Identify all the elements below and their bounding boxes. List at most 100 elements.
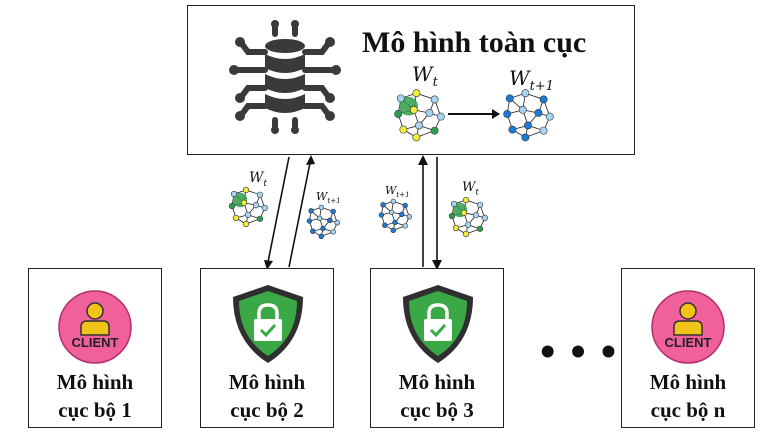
network-node [394, 110, 403, 118]
network-node [390, 227, 396, 233]
network-node [464, 221, 472, 228]
network-node [521, 89, 530, 98]
network-node [430, 95, 439, 104]
network-node [320, 225, 326, 232]
network-node [518, 105, 527, 114]
global-weight-next-label: Wt+1 [509, 66, 554, 94]
network-node [334, 220, 340, 226]
network-node [308, 208, 314, 214]
network-node [316, 215, 323, 221]
network-node [402, 223, 408, 229]
network-node [412, 89, 421, 98]
network-node [425, 109, 434, 117]
network-node [436, 112, 445, 121]
client-box-2: Mô hình cục bộ 2 [200, 268, 334, 428]
network-node [481, 214, 488, 222]
transfer-current-network-icon [228, 186, 268, 228]
network-node [460, 209, 468, 216]
network-node [318, 233, 324, 239]
global-model-title: Mô hình toàn cục [362, 26, 587, 59]
network-node [230, 190, 238, 198]
shield-lock-icon [403, 285, 473, 363]
shield-lock-icon [233, 285, 303, 363]
arrow-global-to-client-2 [267, 156, 290, 263]
network-node [534, 109, 543, 117]
network-node [256, 191, 264, 198]
client-icon: CLIENT [58, 290, 132, 364]
client-label-line1: Mô hình [649, 370, 727, 394]
network-node [402, 202, 408, 209]
network-node [462, 196, 470, 204]
global-weight-current-label: Wt [412, 62, 438, 90]
network-node [406, 214, 412, 220]
network-node [462, 230, 470, 238]
more-clients-ellipsis: • • • [540, 327, 619, 376]
network-node [476, 201, 484, 208]
transfer-label-1: Wt [249, 170, 268, 189]
network-node [310, 228, 316, 234]
network-node [228, 202, 236, 210]
network-node [378, 212, 385, 218]
client-label-line1: Mô hình [398, 370, 476, 394]
client-icon: CLIENT [651, 290, 725, 364]
network-node [508, 125, 517, 134]
transfer-label-3: Wt+1 [385, 184, 410, 200]
network-node [392, 219, 398, 226]
network-node [306, 218, 313, 224]
network-node [318, 204, 324, 211]
network-node [503, 110, 512, 118]
network-node [244, 211, 252, 218]
transfer-label-4: Wt [462, 180, 479, 197]
network-node [390, 198, 396, 205]
client-label-line2: cục bộ n [650, 398, 726, 422]
server-database-icon [229, 20, 341, 134]
network-node [256, 215, 264, 222]
client-box-3: Mô hình cục bộ 3 [370, 268, 504, 428]
network-node [330, 229, 336, 235]
global-current-network-icon [394, 89, 445, 142]
network-node [388, 209, 395, 215]
network-node [261, 204, 268, 212]
network-node [472, 212, 480, 219]
network-node [412, 133, 421, 142]
transfer-label-2: Wt+1 [316, 190, 341, 206]
network-node [476, 225, 484, 232]
client-label-line1: Mô hình [228, 370, 306, 394]
network-node [450, 200, 458, 208]
network-node [399, 125, 408, 134]
network-node [545, 112, 554, 121]
client-badge-text: CLIENT [72, 335, 119, 350]
client-label-line2: cục bộ 2 [230, 398, 304, 422]
network-node [380, 202, 386, 208]
network-node [539, 126, 548, 135]
network-node [448, 212, 456, 220]
transfer-next-network-icon [306, 204, 340, 239]
client-label-line2: cục bộ 3 [400, 398, 474, 422]
network-node [399, 211, 405, 217]
global-model-box [187, 5, 635, 155]
client-label-line1: Mô hình [56, 370, 134, 394]
network-node [240, 199, 248, 206]
network-node [524, 121, 532, 130]
network-node [330, 208, 336, 215]
network-node [452, 224, 460, 232]
client-label-line2: cục bộ 1 [58, 398, 132, 422]
network-node [505, 94, 514, 103]
network-node [396, 94, 405, 103]
transfer-current-network-icon [448, 196, 488, 238]
network-node [409, 105, 418, 114]
network-node [242, 220, 250, 228]
client-badge-text: CLIENT [665, 335, 712, 350]
client-box-n: CLIENT Mô hình cục bộ n [621, 268, 755, 428]
client-box-1: CLIENT Mô hình cục bộ 1 [28, 268, 162, 428]
network-node [430, 126, 439, 135]
network-node [539, 95, 548, 104]
network-node [327, 217, 333, 223]
transfer-next-network-icon [378, 198, 412, 233]
global-next-network-icon [503, 89, 554, 142]
network-node [415, 121, 423, 130]
network-node [232, 214, 240, 222]
network-node [521, 133, 530, 142]
network-node [242, 186, 250, 194]
